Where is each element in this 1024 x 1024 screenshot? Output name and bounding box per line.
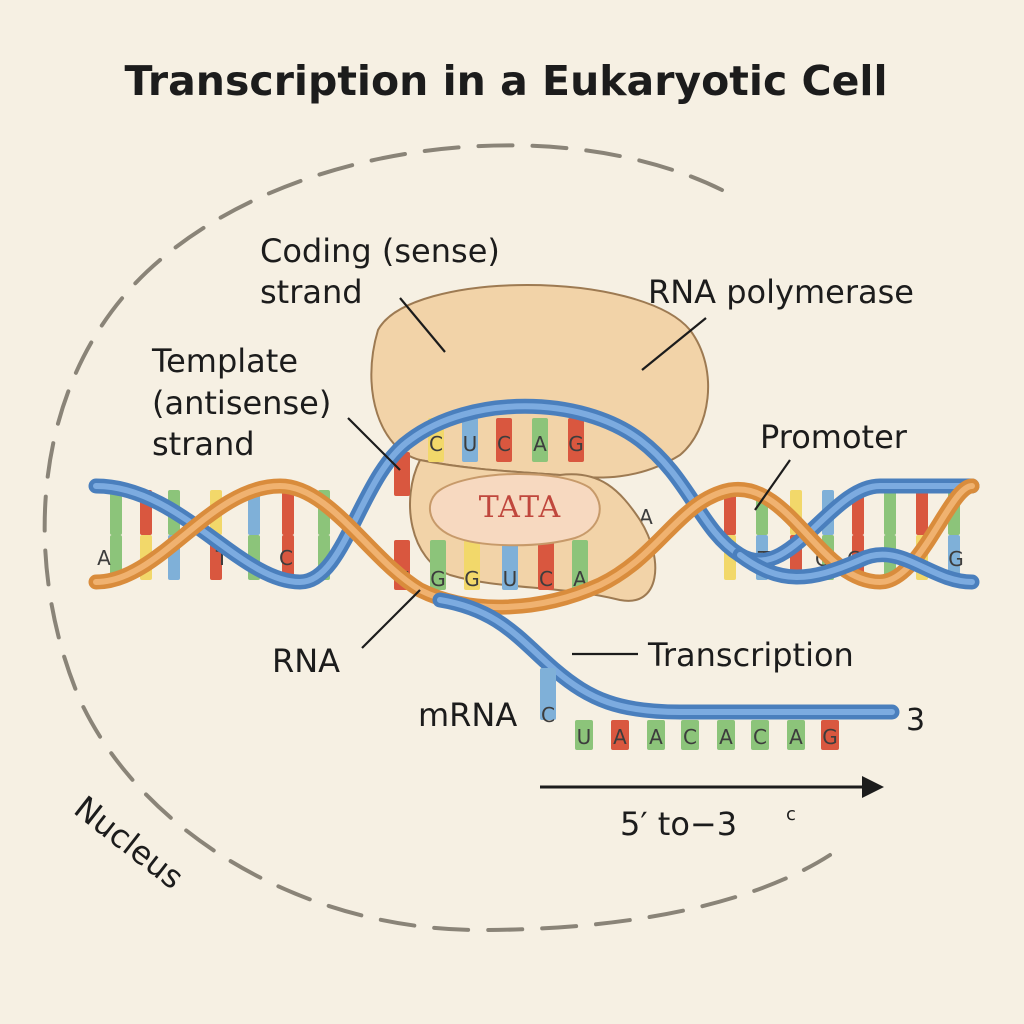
open-top-letter: U — [463, 432, 478, 456]
rung-top — [282, 490, 294, 535]
base-letter-right: G — [948, 547, 964, 571]
label-rna: RNA — [272, 642, 340, 680]
open-bottom-letter: G — [464, 567, 480, 591]
rung-top — [724, 490, 736, 535]
mrna-base — [575, 720, 593, 750]
leader-promoter — [754, 459, 791, 511]
nucleus-membrane — [42, 143, 832, 933]
mrna-base — [540, 668, 556, 720]
direction-arrow — [540, 776, 884, 798]
label-template-strand-3: strand — [152, 425, 255, 463]
mrna-base — [787, 720, 805, 750]
mrna-letter: A — [649, 725, 663, 749]
rung-top — [110, 490, 122, 535]
open-top-letter: G — [568, 432, 584, 456]
mrna-letter: C — [753, 725, 767, 749]
mrna-base — [821, 720, 839, 750]
mrna-base — [751, 720, 769, 750]
direction-superscript: c — [786, 804, 796, 825]
mrna-base — [681, 720, 699, 750]
mrna-letter: C — [541, 703, 555, 727]
open-bottom-base — [572, 540, 588, 590]
mrna-base — [611, 720, 629, 750]
open-top-base — [532, 418, 548, 462]
mrna-letter: G — [822, 725, 838, 749]
base-letter-left: C — [279, 546, 293, 570]
mrna-letter: A — [613, 725, 627, 749]
page-title: Transcription in a Eukaryotic Cell — [124, 57, 887, 105]
rung-bottom — [282, 535, 294, 580]
label-coding-strand: Coding (sense) — [260, 232, 500, 270]
open-top-letter: C — [497, 432, 511, 456]
mrna-letter: A — [719, 725, 733, 749]
leader-template — [347, 417, 401, 471]
open-bottom-base — [502, 540, 518, 590]
leader-rna — [361, 589, 421, 649]
base-letter-left: A — [97, 546, 111, 570]
open-top-base — [394, 452, 410, 496]
label-rna-polymerase: RNA polymerase — [648, 273, 914, 311]
dna-strand-orange-hl — [93, 482, 975, 611]
rung-top — [248, 490, 260, 535]
mrna-base — [647, 720, 665, 750]
dna-strand-blue-left-hl — [93, 403, 975, 586]
label-template-strand: Template — [151, 342, 298, 380]
mrna-letter: A — [789, 725, 803, 749]
open-top-base — [568, 418, 584, 462]
label-transcription: Transcription — [647, 636, 854, 674]
open-top-letter: C — [429, 432, 443, 456]
leader-polymerase — [641, 317, 707, 371]
open-bottom-base — [464, 540, 480, 590]
label-mrna: mRNA — [418, 696, 517, 734]
mrna-letter: C — [683, 725, 697, 749]
open-bottom-letter: C — [539, 567, 553, 591]
rung-top — [884, 490, 896, 535]
open-top-letter: A — [533, 432, 547, 456]
open-bottom-base — [430, 540, 446, 590]
rung-bottom — [110, 535, 122, 580]
tata-box: TATA — [428, 472, 601, 547]
leader-coding — [399, 297, 446, 353]
direction-label: 5′ to−3 — [620, 805, 737, 843]
open-bottom-letter: G — [430, 567, 446, 591]
mrna-letter: U — [577, 725, 592, 749]
mrna-base — [717, 720, 735, 750]
label-three-prime: 3 — [906, 703, 925, 738]
rung-top — [916, 490, 928, 535]
label-coding-strand-2: strand — [260, 273, 363, 311]
rung-bottom — [948, 535, 960, 580]
label-promoter: Promoter — [760, 418, 908, 456]
open-bottom-letter: U — [503, 567, 518, 591]
open-top-base — [462, 418, 478, 462]
label-nucleus: Nucleus — [67, 788, 191, 896]
label-template-strand-2: (antisense) — [152, 384, 331, 422]
open-bottom-base — [538, 540, 554, 590]
tata-box-label: TATA — [479, 490, 561, 525]
open-top-base — [496, 418, 512, 462]
dna-strand-blue-right-hl — [737, 551, 975, 585]
